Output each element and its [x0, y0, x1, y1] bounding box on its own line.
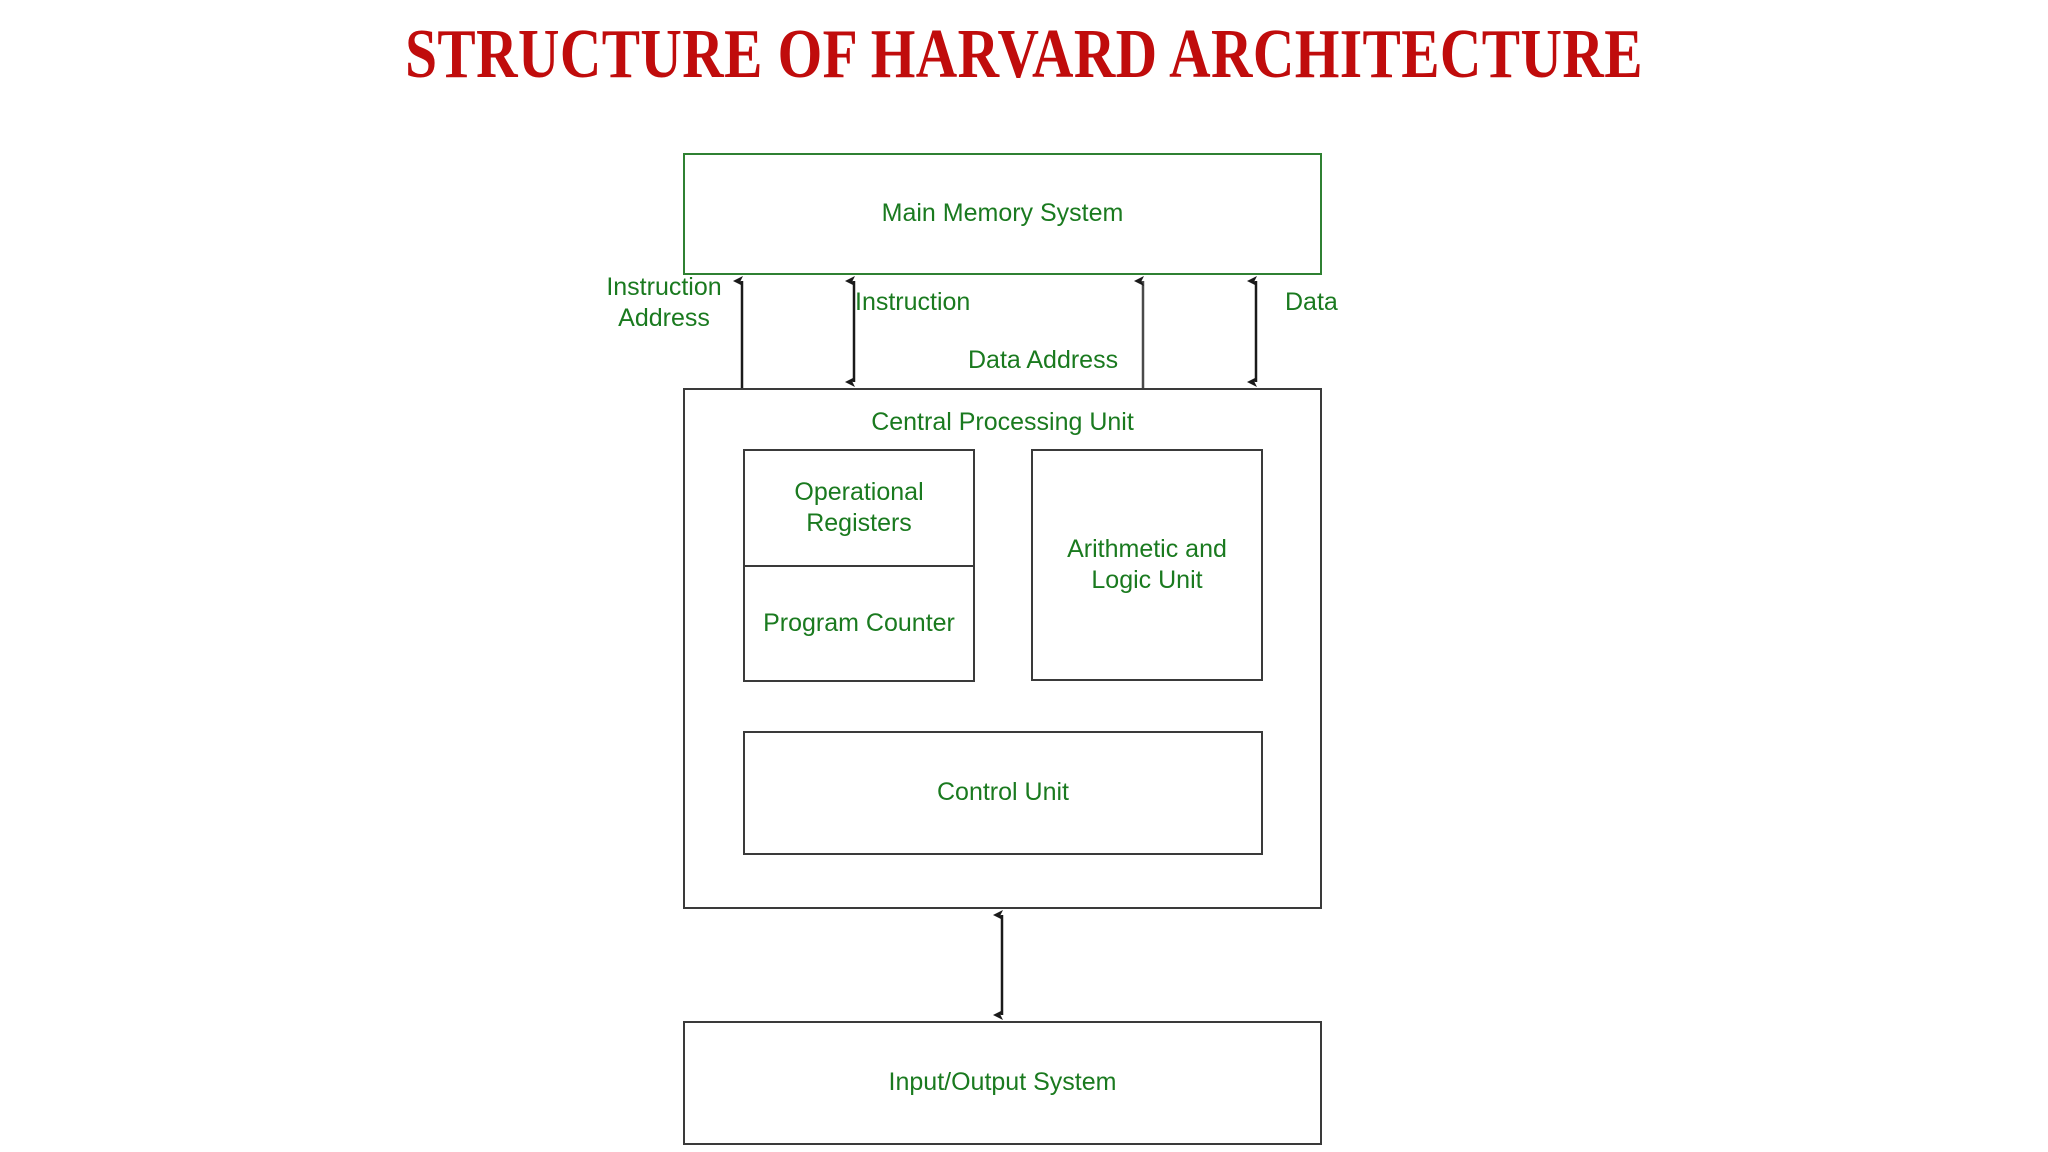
operational-registers-label: Operational Registers: [794, 477, 924, 537]
main-memory-system-label: Main Memory System: [881, 199, 1124, 228]
connector-label-data-address: Data Address: [968, 346, 1119, 374]
program-counter-label: Program Counter: [763, 608, 955, 637]
operational-registers-box: Operational Registers: [745, 451, 973, 565]
arithmetic-logic-unit-box: Arithmetic and Logic Unit: [1031, 449, 1263, 681]
input-output-system-box: Input/Output System: [683, 1021, 1322, 1145]
program-counter-box: Program Counter: [745, 564, 973, 681]
connector-label-data: Data: [1285, 288, 1338, 316]
control-unit-box: Control Unit: [743, 731, 1263, 855]
page-title: STRUCTURE OF HARVARD ARCHITECTURE: [405, 16, 1643, 93]
registers-stack: Operational Registers Program Counter: [743, 449, 975, 682]
central-processing-unit-label: Central Processing Unit: [871, 408, 1134, 436]
input-output-system-label: Input/Output System: [888, 1068, 1117, 1097]
connector-label-instruction-address: Instruction Address: [606, 273, 722, 332]
main-memory-system-box: Main Memory System: [683, 153, 1322, 275]
connector-label-instruction: Instruction: [855, 288, 971, 316]
central-processing-unit-box: Central Processing Unit Operational Regi…: [683, 388, 1322, 909]
arithmetic-logic-unit-label: Arithmetic and Logic Unit: [1067, 534, 1227, 594]
control-unit-label: Control Unit: [937, 778, 1069, 807]
